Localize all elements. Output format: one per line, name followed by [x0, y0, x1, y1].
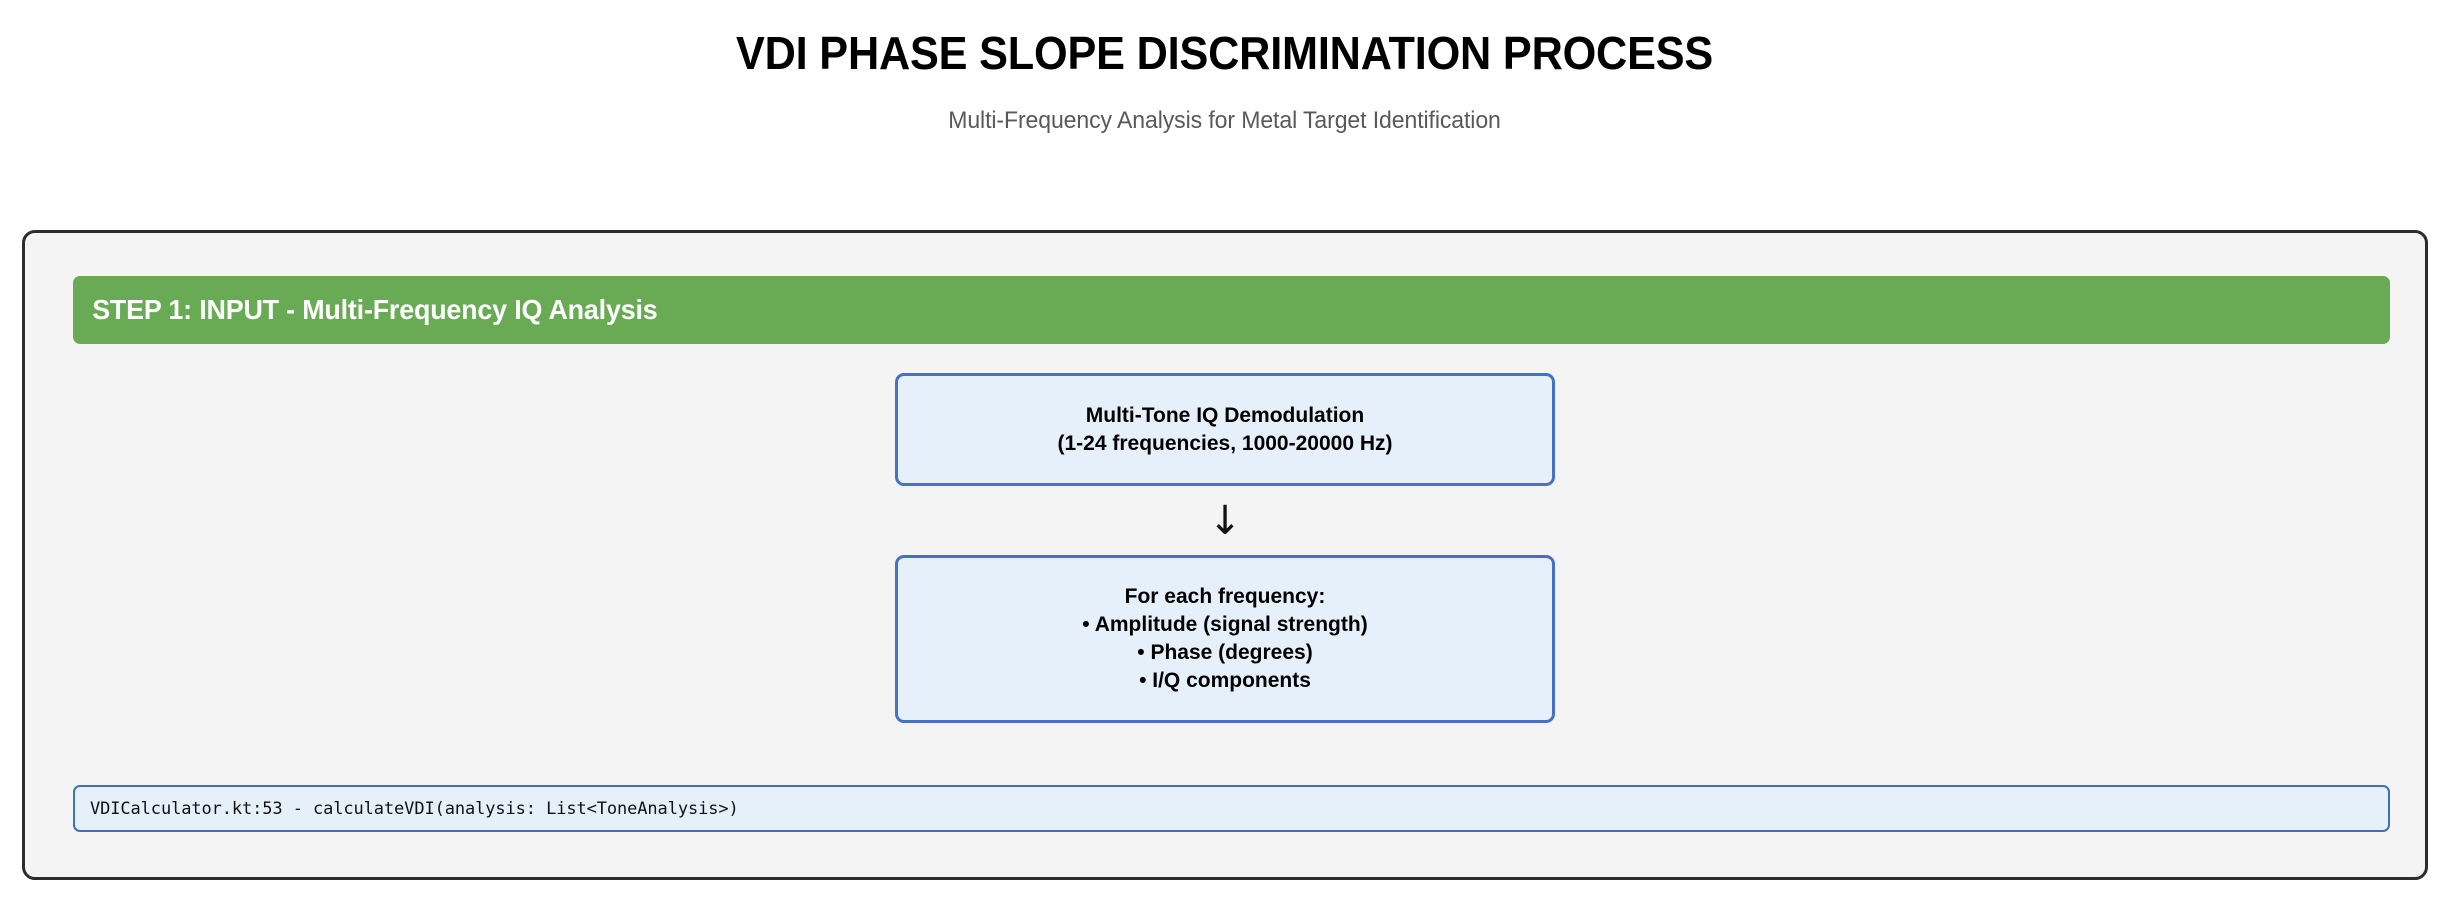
step-1-banner-label: STEP 1: INPUT - Multi-Frequency IQ Analy…	[92, 294, 658, 325]
flow-box-line: For each frequency:	[1124, 585, 1326, 608]
flow-box-multi-tone-iq-demodulation: Multi-Tone IQ Demodulation (1-24 frequen…	[895, 373, 1555, 486]
title-block: VDI PHASE SLOPE DISCRIMINATION PROCESS M…	[0, 0, 2449, 135]
flow-box-line: • Phase (degrees)	[1137, 641, 1313, 664]
flow-box-line: (1-24 frequencies, 1000-20000 Hz)	[1057, 431, 1393, 455]
flow-box-line: Multi-Tone IQ Demodulation	[1085, 403, 1365, 427]
flow-box-line: • Amplitude (signal strength)	[1082, 613, 1368, 636]
flow-box-per-frequency-outputs: For each frequency: • Amplitude (signal …	[895, 555, 1555, 723]
step-1-flow: Multi-Tone IQ Demodulation (1-24 frequen…	[25, 373, 2425, 723]
arrow-down-icon: ↓	[1208, 498, 1242, 544]
step-1-container: STEP 1: INPUT - Multi-Frequency IQ Analy…	[22, 230, 2428, 880]
page-title: VDI PHASE SLOPE DISCRIMINATION PROCESS	[735, 27, 1714, 79]
code-reference-text: VDICalculator.kt:53 - calculateVDI(analy…	[90, 798, 739, 819]
step-1-banner: STEP 1: INPUT - Multi-Frequency IQ Analy…	[73, 276, 2390, 344]
flow-box-line: • I/Q components	[1139, 669, 1311, 692]
code-reference-bar: VDICalculator.kt:53 - calculateVDI(analy…	[73, 785, 2390, 832]
page-subtitle: Multi-Frequency Analysis for Metal Targe…	[948, 107, 1501, 135]
